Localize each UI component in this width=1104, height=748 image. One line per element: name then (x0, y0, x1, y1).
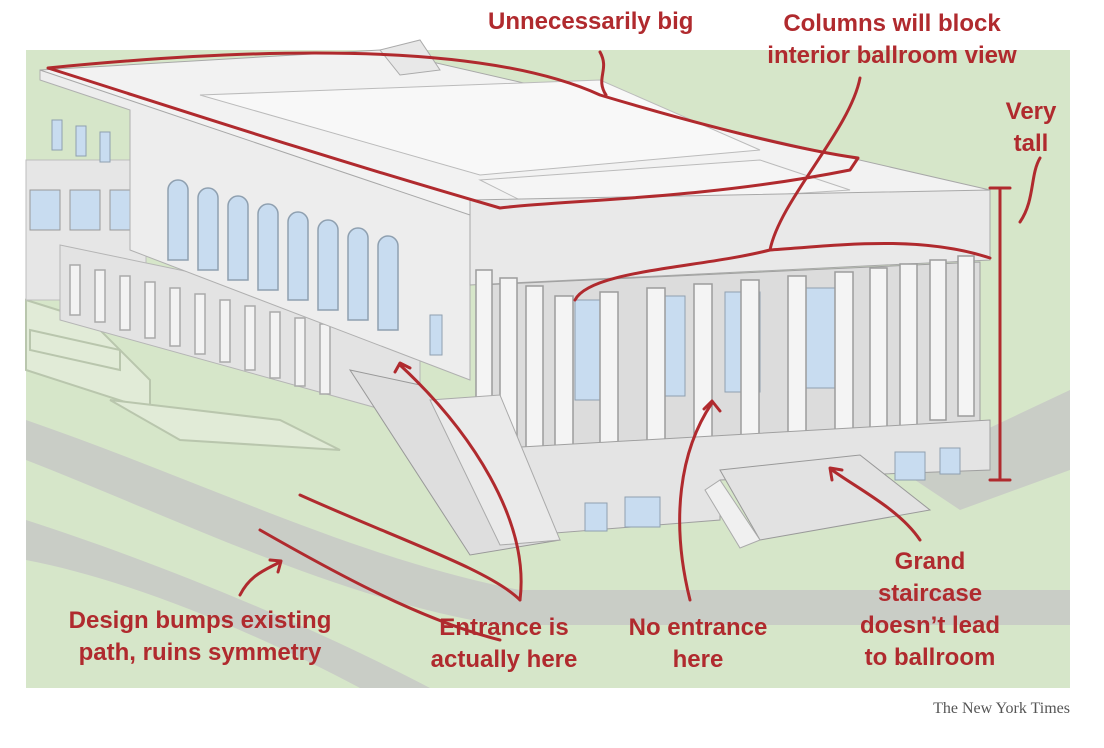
grand-staircase (704, 454, 932, 549)
entablature (469, 189, 991, 286)
grand-staircase-line1: Grand (894, 548, 966, 575)
staircase-pointer (828, 466, 922, 542)
very-tall-pointer (1018, 156, 1042, 224)
design-bumps-pointer (238, 558, 283, 597)
small-windows (51, 119, 443, 356)
columns-pointer (768, 76, 862, 252)
colonnade-arches (69, 264, 331, 395)
entrance-here-line2: actually here (430, 646, 578, 673)
annotation-strokes (46, 50, 1042, 642)
no-entrance-pointer (678, 399, 722, 602)
design-bumps-line2: path, ruins symmetry (78, 639, 322, 666)
rooftop-structure (379, 39, 441, 76)
no-entrance-label: No entrance here (610, 612, 786, 676)
credit-text: The New York Times (933, 700, 1070, 717)
entrance-arc (298, 493, 522, 602)
columns-block-line2: interior ballroom view (767, 42, 1017, 69)
very-tall-line2: tall (1013, 130, 1049, 157)
very-tall-label: Very tall (996, 96, 1066, 160)
unnecessarily-big-label: Unnecessarily big (488, 8, 694, 35)
path-arc-stroke (258, 528, 502, 642)
podium-windows (584, 447, 961, 532)
outline-roof-stroke (46, 51, 860, 210)
entrance-here-label: Entrance is actually here (414, 612, 594, 676)
grand-staircase-line3: doesn’t lead (859, 612, 1001, 639)
columns-block-line1: Columns will block (783, 10, 1001, 37)
grand-staircase-line2: staircase (877, 580, 983, 607)
garden-terraces (25, 298, 341, 451)
grand-staircase-label: Grand staircase doesn’t lead to ballroom (840, 546, 1020, 674)
unnecessarily-big-pointer (598, 50, 608, 97)
design-bumps-line1: Design bumps existing (68, 607, 332, 634)
grand-staircase-line4: to ballroom (864, 644, 996, 671)
walkway-path (26, 420, 1070, 625)
height-bracket-stroke (988, 186, 1012, 482)
entrance-pointer (393, 361, 523, 602)
entrance-here-line1: Entrance is (439, 614, 569, 641)
design-bumps-label: Design bumps existing path, ruins symmet… (50, 605, 350, 669)
columns-block-label: Columns will block interior ballroom vie… (752, 8, 1032, 72)
arched-windows (167, 179, 399, 331)
no-entrance-line2: here (672, 646, 724, 673)
lower-path (26, 520, 430, 688)
no-entrance-line1: No entrance (628, 614, 768, 641)
very-tall-line1: Very (1005, 98, 1057, 125)
roof-upper (199, 79, 761, 176)
